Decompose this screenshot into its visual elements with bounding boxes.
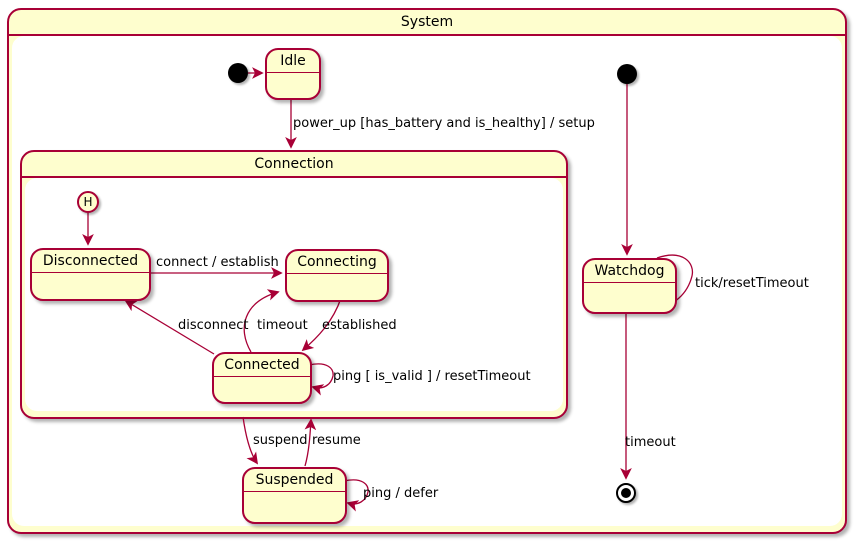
edge-resume: [304, 418, 317, 467]
state-disconnected: Disconnected: [30, 248, 151, 301]
label-power-up: power_up [has_battery and is_healthy] / …: [293, 116, 595, 131]
label-ping-valid: ping [ is_valid ] / resetTimeout: [333, 369, 531, 384]
label-resume: resume: [312, 433, 361, 448]
edge-ping-valid-self-loop: [308, 363, 334, 396]
initial-state-dot-main: [228, 63, 248, 83]
edge-established: [301, 297, 342, 352]
state-suspended: Suspended: [242, 467, 347, 524]
state-name: Watchdog: [584, 260, 675, 283]
state-body: [244, 492, 345, 522]
state-name: Suspended: [244, 469, 345, 492]
frame-system-title: System: [9, 10, 845, 36]
label-ping-defer: ping / defer: [363, 486, 439, 501]
frame-connection-title: Connection: [22, 152, 566, 178]
label-disconnect: disconnect: [178, 318, 249, 333]
label-connect: connect / establish: [156, 255, 279, 270]
state-name: Connected: [214, 354, 310, 377]
edge-ping-defer-self-loop: [343, 479, 369, 512]
edge-timeout: [243, 289, 280, 353]
state-watchdog: Watchdog: [582, 258, 677, 314]
history-state: H: [77, 191, 99, 213]
state-idle: Idle: [265, 48, 321, 100]
label-suspend: suspend: [253, 433, 308, 448]
initial-state-dot-watchdog: [617, 64, 637, 84]
state-body: [287, 274, 387, 300]
edge-disconnect: [124, 300, 215, 355]
state-connecting: Connecting: [285, 249, 389, 302]
state-name: Disconnected: [32, 250, 149, 273]
state-name: Idle: [267, 50, 319, 73]
label-timeout: timeout: [257, 318, 308, 333]
final-state: [616, 483, 636, 503]
state-connected: Connected: [212, 352, 312, 404]
state-name: Connecting: [287, 251, 387, 274]
edge-suspend: [242, 416, 259, 465]
label-tick: tick/resetTimeout: [695, 276, 809, 291]
state-body: [584, 283, 675, 312]
label-established: established: [322, 318, 397, 333]
label-watchdog-timeout: timeout: [625, 435, 676, 450]
history-state-label: H: [83, 195, 93, 209]
final-state-inner-dot: [621, 488, 631, 498]
state-body: [214, 377, 310, 402]
state-body: [267, 73, 319, 98]
state-body: [32, 273, 149, 299]
